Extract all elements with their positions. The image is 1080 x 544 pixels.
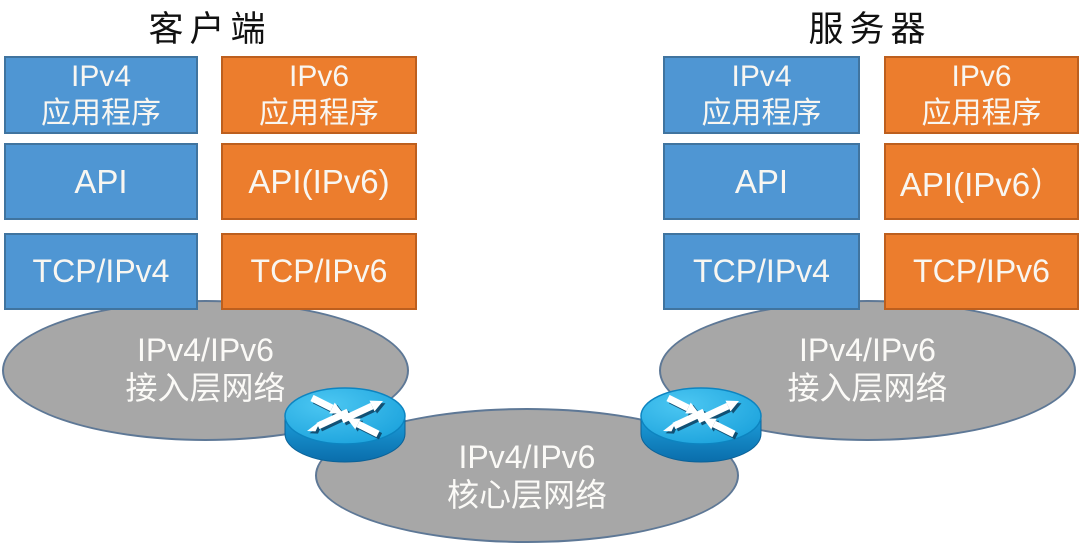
box-label-line: 应用程序 xyxy=(41,97,161,130)
server-ipv4-app-box: IPv4 应用程序 xyxy=(663,56,860,134)
server-title: 服务器 xyxy=(808,10,932,49)
box-label-line: IPv6 xyxy=(288,60,350,93)
left-router-icon xyxy=(284,387,406,463)
client-api-box: API xyxy=(4,143,198,220)
client-ipv6-app-box: IPv6 应用程序 xyxy=(221,56,417,134)
client-ipv4-app-box: IPv4 应用程序 xyxy=(4,56,198,134)
box-label-line: IPv6 xyxy=(951,60,1012,93)
network-label-line: 接入层网络 xyxy=(125,369,286,406)
server-tcp-ipv6-box: TCP/IPv6 xyxy=(884,233,1079,310)
right-router-icon xyxy=(640,387,762,463)
server-api-box: API xyxy=(663,143,860,220)
client-access-network-ellipse: IPv4/IPv6 接入层网络 xyxy=(2,300,409,441)
server-tcp-ipv4-box: TCP/IPv4 xyxy=(663,233,860,310)
client-tcp-ipv4-box: TCP/IPv4 xyxy=(4,233,198,310)
server-api-ipv6-box: API(IPv6） xyxy=(884,143,1079,220)
client-api-ipv6-box: API(IPv6) xyxy=(221,143,417,220)
server-ipv6-app-box: IPv6 应用程序 xyxy=(884,56,1079,134)
network-label-line: 核心层网络 xyxy=(446,476,607,513)
network-label-line: 接入层网络 xyxy=(787,369,948,406)
network-label-line: IPv4/IPv6 xyxy=(799,331,936,368)
client-title: 客户端 xyxy=(148,10,272,49)
box-label-line: 应用程序 xyxy=(259,97,379,130)
box-label-line: IPv4 xyxy=(70,60,132,93)
box-label-line: IPv4 xyxy=(731,60,792,93)
network-label-line: IPv4/IPv6 xyxy=(137,331,274,368)
client-tcp-ipv6-box: TCP/IPv6 xyxy=(221,233,417,310)
network-label-line: IPv4/IPv6 xyxy=(458,438,596,475)
box-label-line: 应用程序 xyxy=(921,97,1042,130)
box-label-line: 应用程序 xyxy=(701,97,822,130)
